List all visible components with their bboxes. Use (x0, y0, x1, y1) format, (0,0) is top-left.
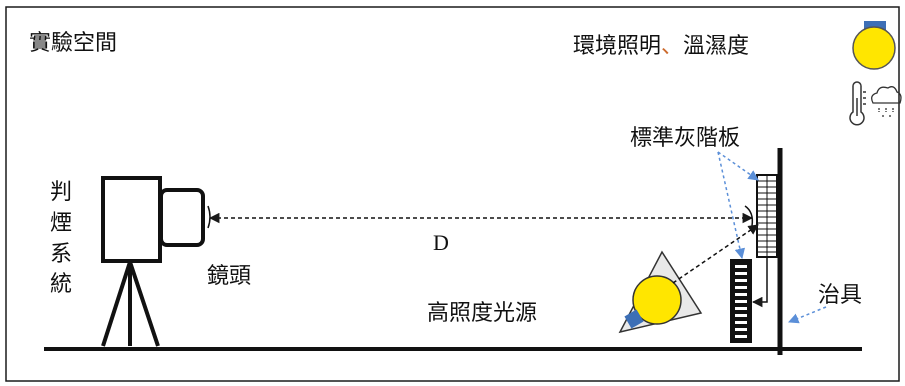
lower-board (730, 259, 752, 343)
callout-arrow-lower (717, 151, 746, 260)
fixture-label: 治具 (818, 283, 863, 308)
environment-label: 環境照明、溫濕度 (573, 36, 749, 58)
environment-separator: 、 (661, 34, 684, 59)
space-label: 實驗空間 (29, 31, 118, 56)
gray-board-label: 標準灰階板 (630, 126, 741, 151)
gray-board (756, 174, 778, 258)
lens-label: 鏡頭 (207, 264, 252, 289)
outer-frame (5, 6, 900, 382)
board-connector (751, 258, 768, 308)
lightbulb-icon (852, 21, 896, 70)
callout-arrow-board (717, 151, 759, 181)
light-ray (672, 224, 759, 284)
thermometer-icon (849, 81, 866, 126)
rain-cloud-icon (871, 86, 902, 118)
camera-lens (159, 188, 205, 247)
system-label: 判煙系統 (50, 180, 73, 298)
light-source (618, 250, 703, 334)
camera (101, 176, 211, 263)
environment-prefix: 環境照明 (573, 34, 662, 59)
lens-arc (207, 205, 211, 229)
distance-label: D (433, 230, 449, 255)
environment-suffix: 溫濕度 (683, 34, 750, 59)
light-source-label: 高照度光源 (427, 301, 538, 326)
camera-body (101, 176, 162, 263)
tripod (101, 261, 160, 347)
board-arc (744, 205, 754, 227)
callout-arrow-fixture (788, 306, 827, 324)
